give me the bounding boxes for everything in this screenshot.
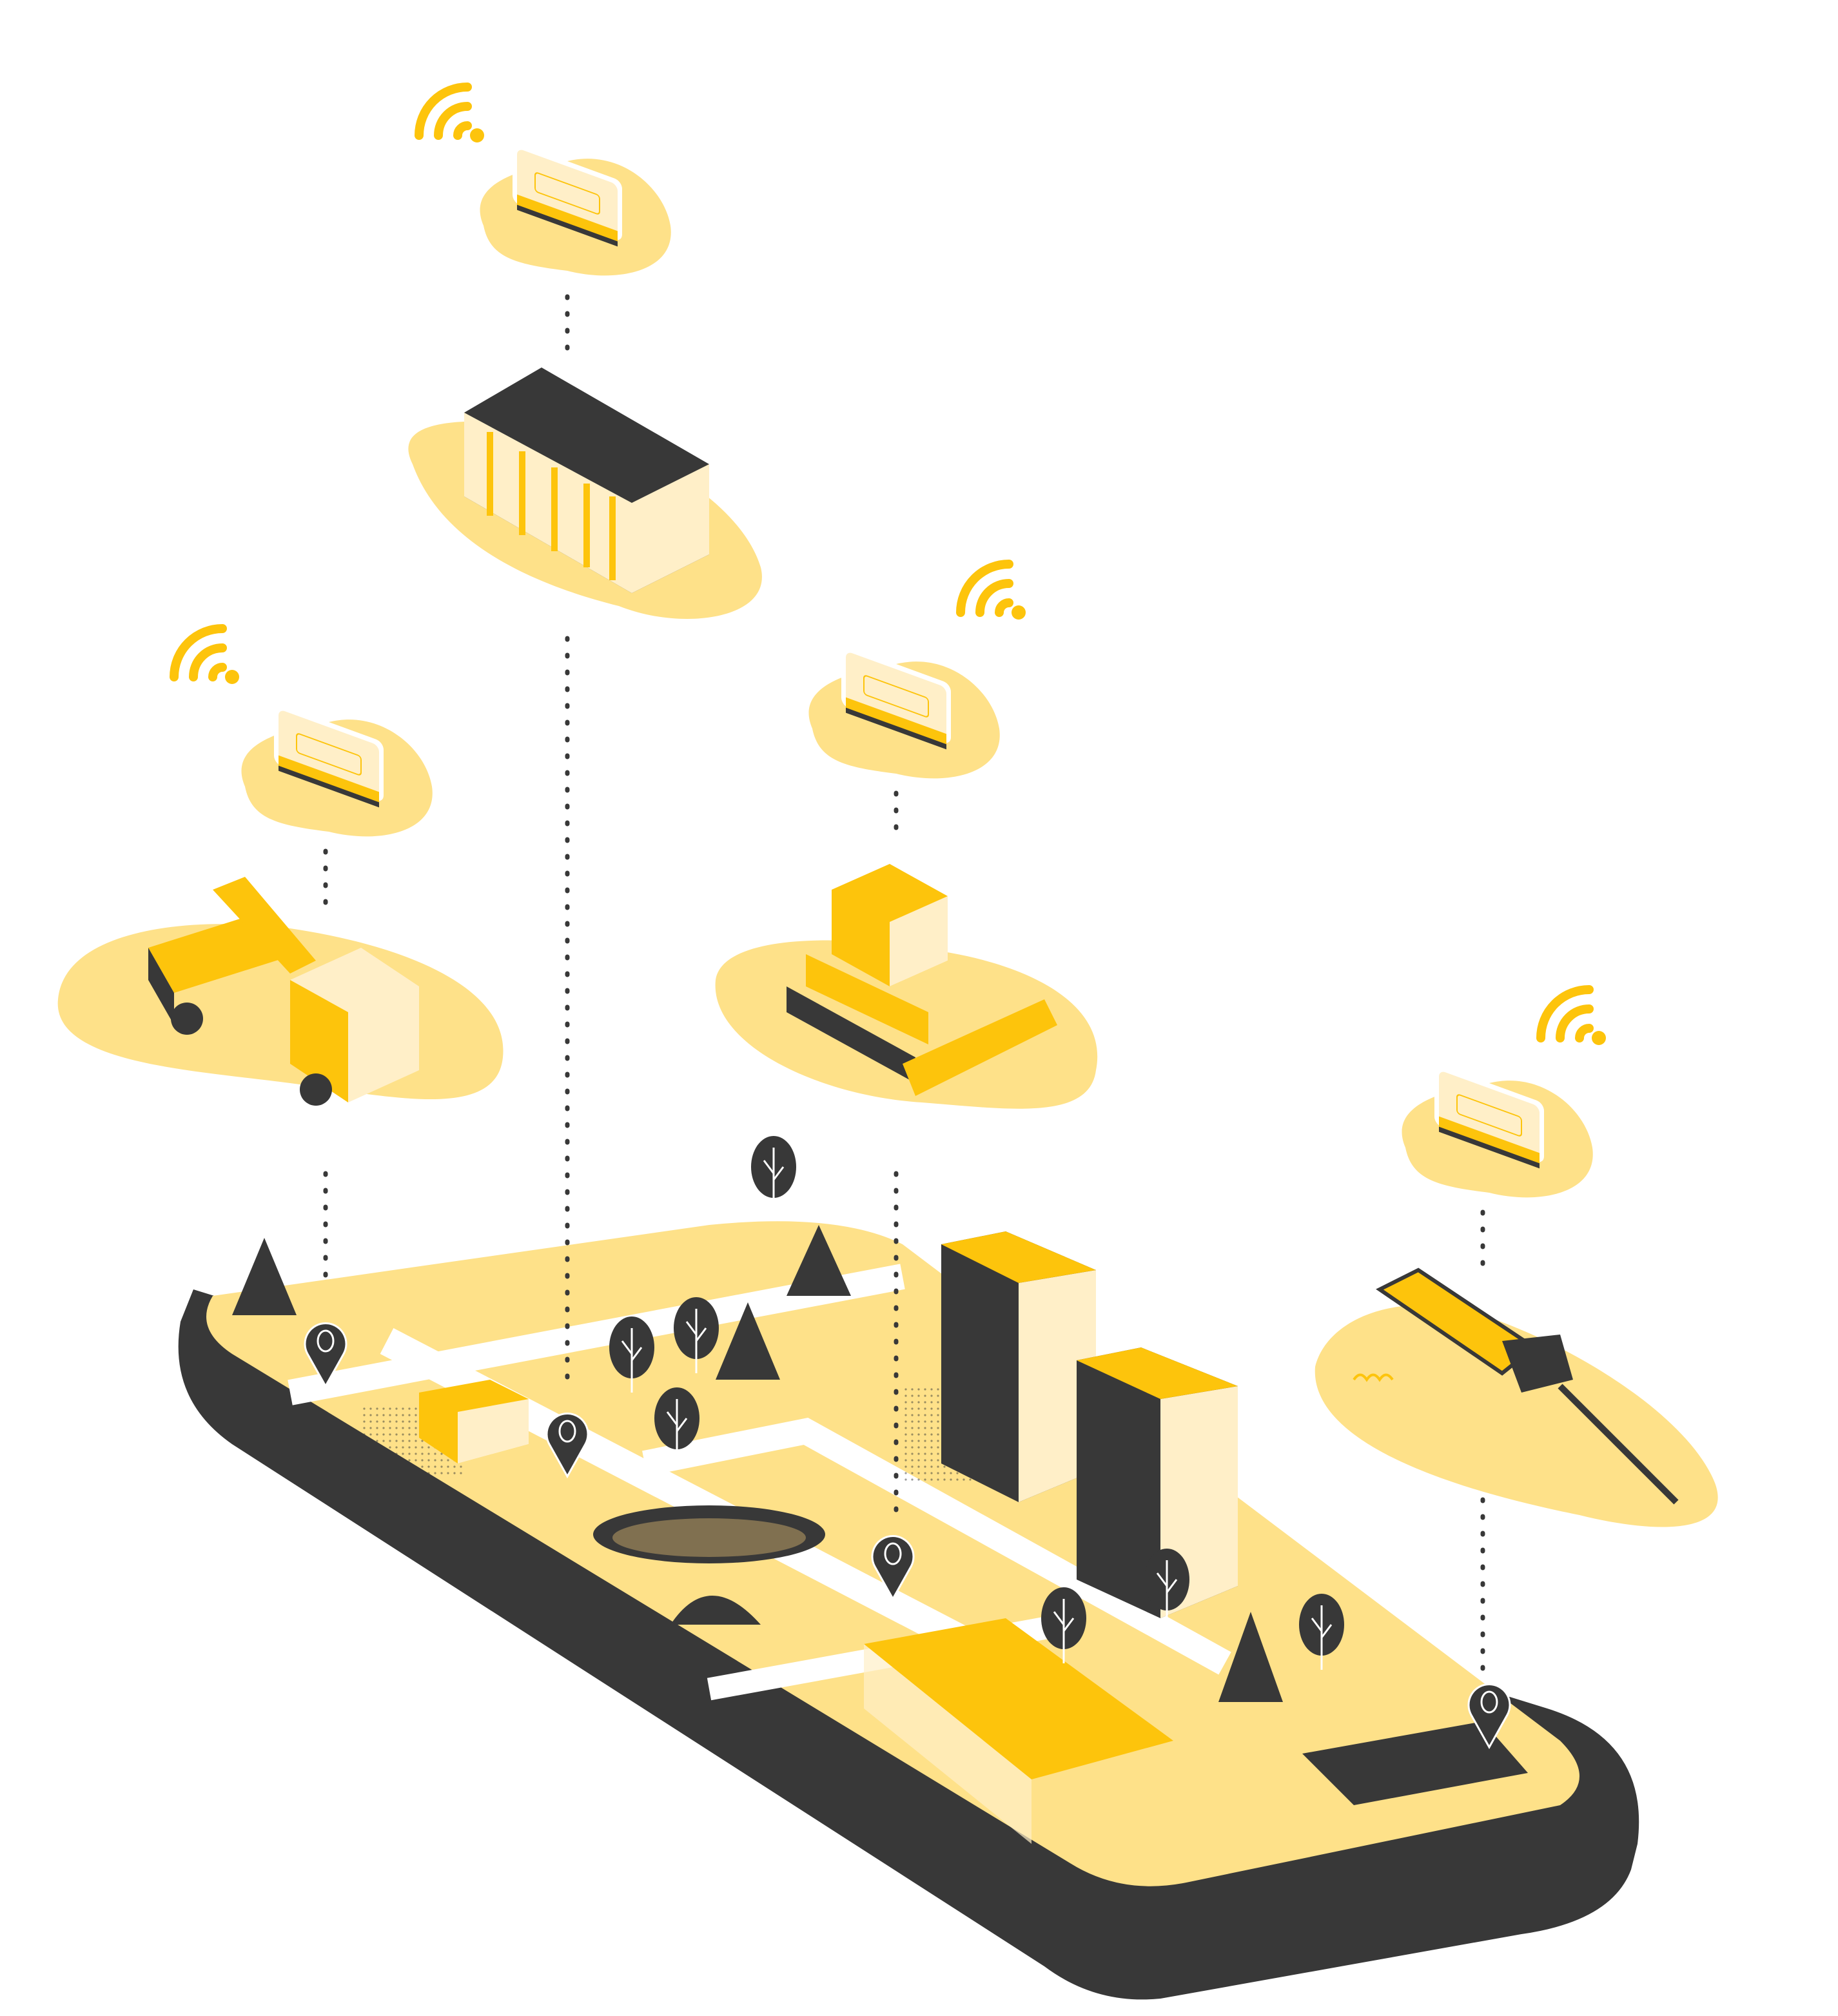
- connector-lines: [323, 294, 1485, 1679]
- tracker-container: [419, 87, 672, 277]
- tracker-jackhammer: [1401, 990, 1606, 1199]
- jackhammer: [1315, 1267, 1718, 1527]
- phone-speaker-dots: [1262, 1968, 1407, 1999]
- bulldozer: [715, 864, 1098, 1109]
- container: [408, 367, 762, 619]
- crane-truck: [57, 877, 503, 1106]
- tower-1: [941, 1231, 1096, 1502]
- tracker-bulldozer: [808, 564, 1026, 779]
- tracker-truck: [174, 629, 433, 837]
- phone: [178, 1135, 1639, 2000]
